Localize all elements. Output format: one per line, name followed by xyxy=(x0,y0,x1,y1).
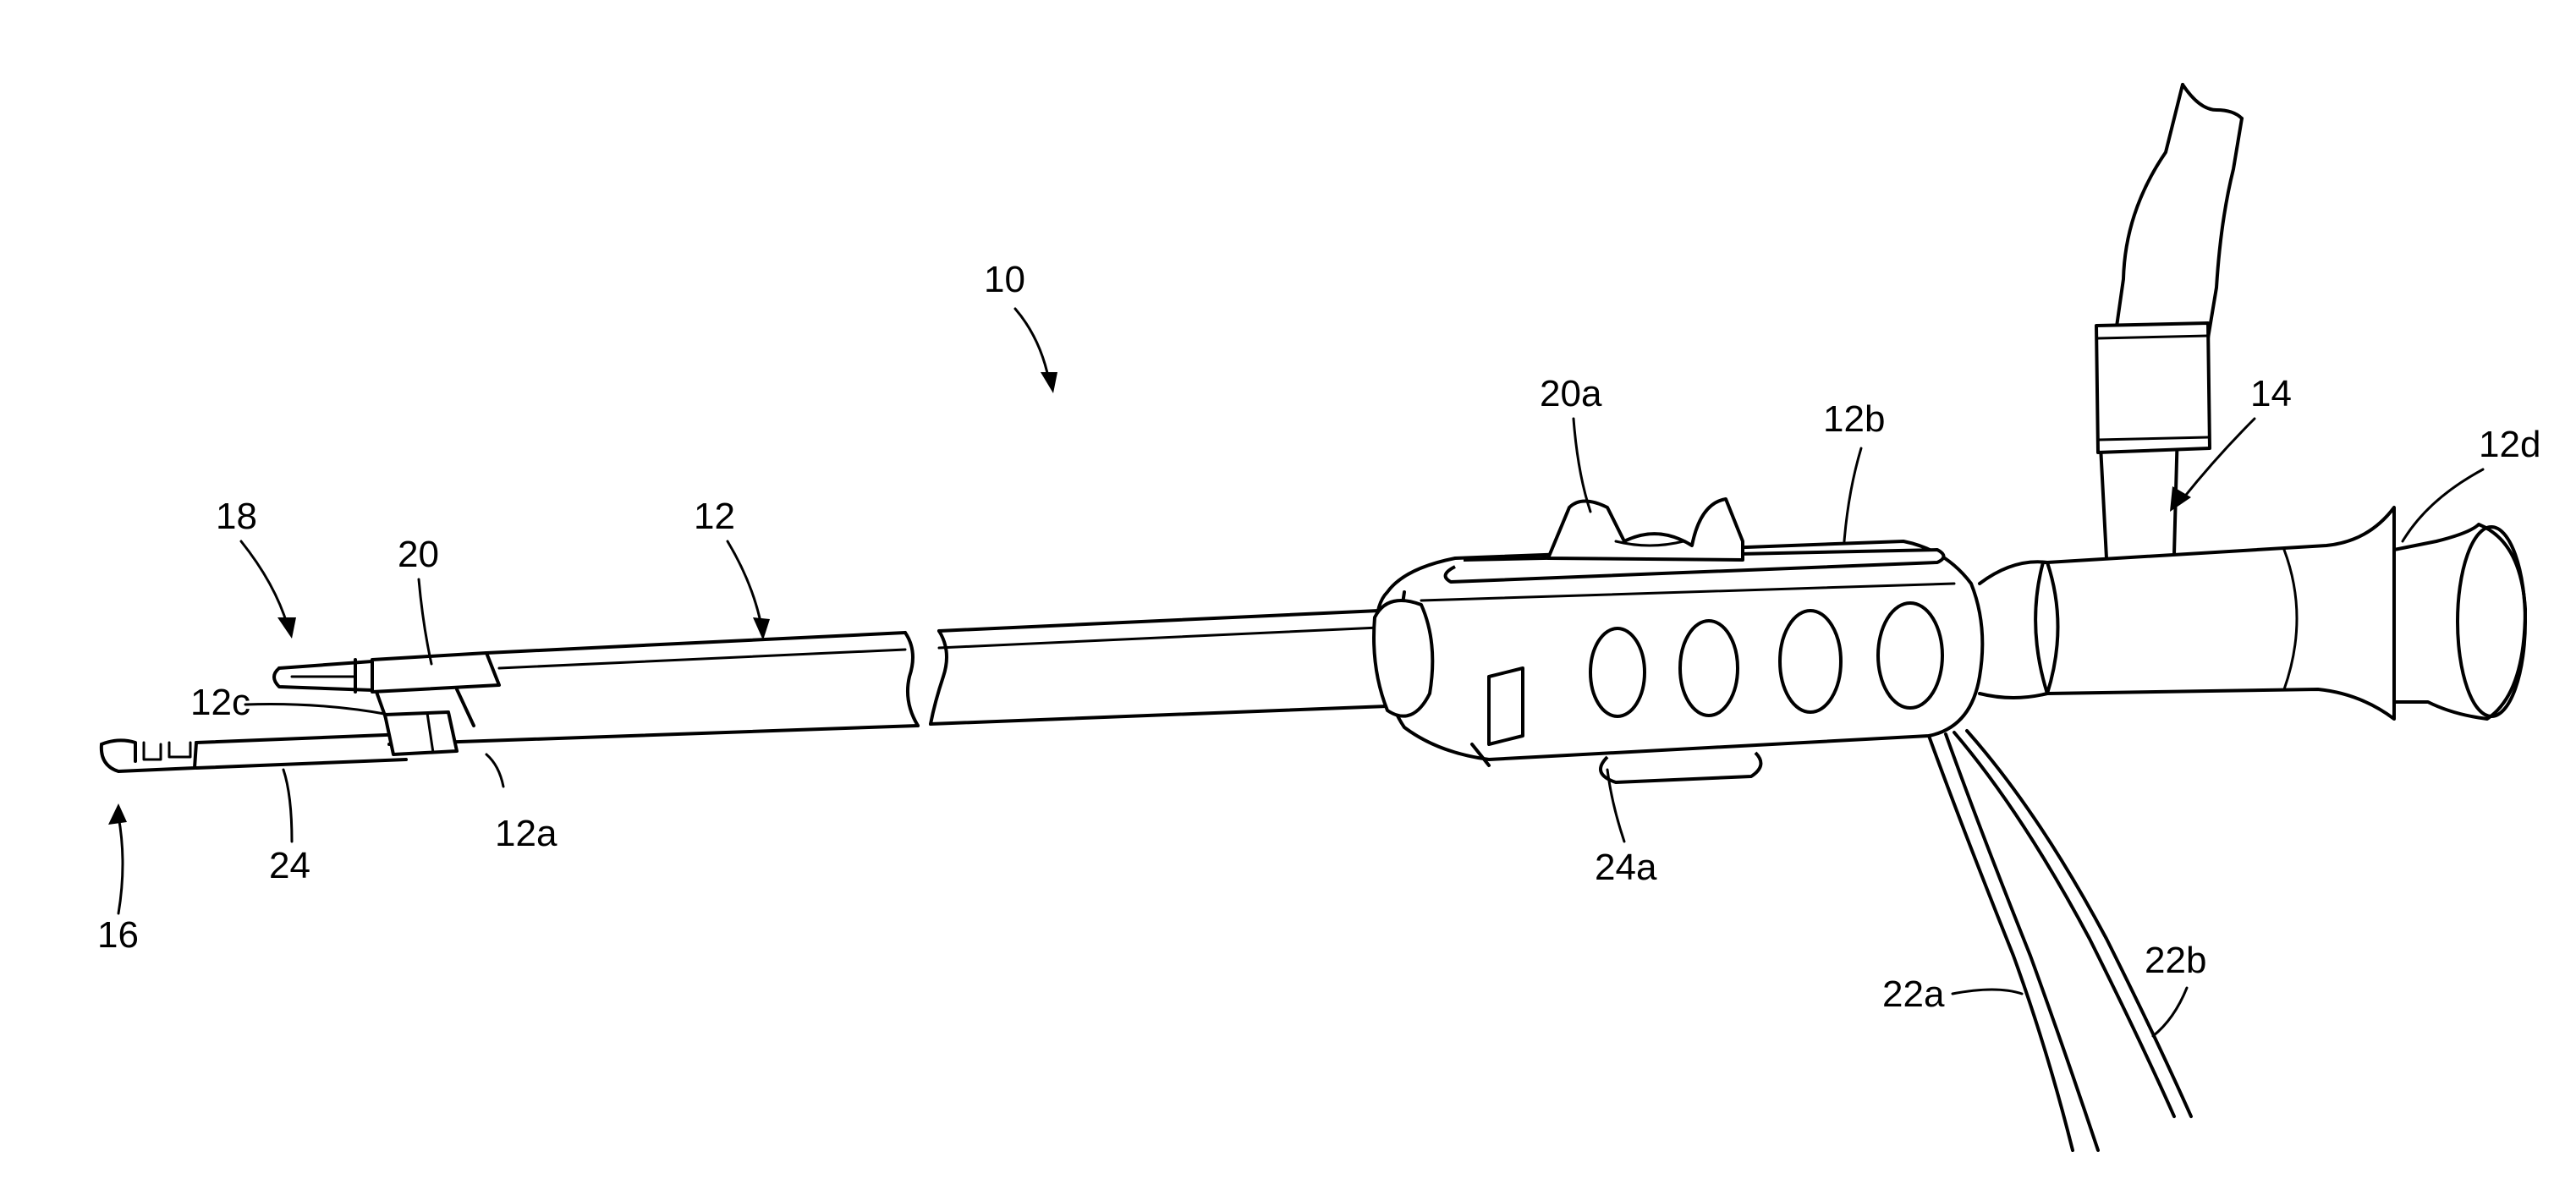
label-18: 18 xyxy=(216,496,257,537)
label-12a: 12a xyxy=(495,813,557,854)
label-10: 10 xyxy=(984,259,1025,300)
label-12d: 12d xyxy=(2479,424,2540,465)
label-12c: 12c xyxy=(190,682,250,723)
distal-jaw-assembly xyxy=(102,734,406,771)
label-12b: 12b xyxy=(1823,398,1885,440)
label-24: 24 xyxy=(269,845,310,886)
label-24a: 24a xyxy=(1595,847,1657,888)
shaft-12 xyxy=(385,611,1387,754)
label-20a: 20a xyxy=(1540,373,1602,414)
rear-housing-12d xyxy=(1980,507,2525,719)
label-14: 14 xyxy=(2250,373,2292,414)
label-22a: 22a xyxy=(1882,973,1945,1015)
label-16: 16 xyxy=(97,914,139,956)
label-22b: 22b xyxy=(2145,940,2206,981)
tube-14 xyxy=(2096,85,2242,558)
handle-12b xyxy=(1374,541,1982,782)
label-12: 12 xyxy=(694,496,735,537)
label-20: 20 xyxy=(398,534,439,575)
thumb-lever-20a xyxy=(1548,499,1743,560)
